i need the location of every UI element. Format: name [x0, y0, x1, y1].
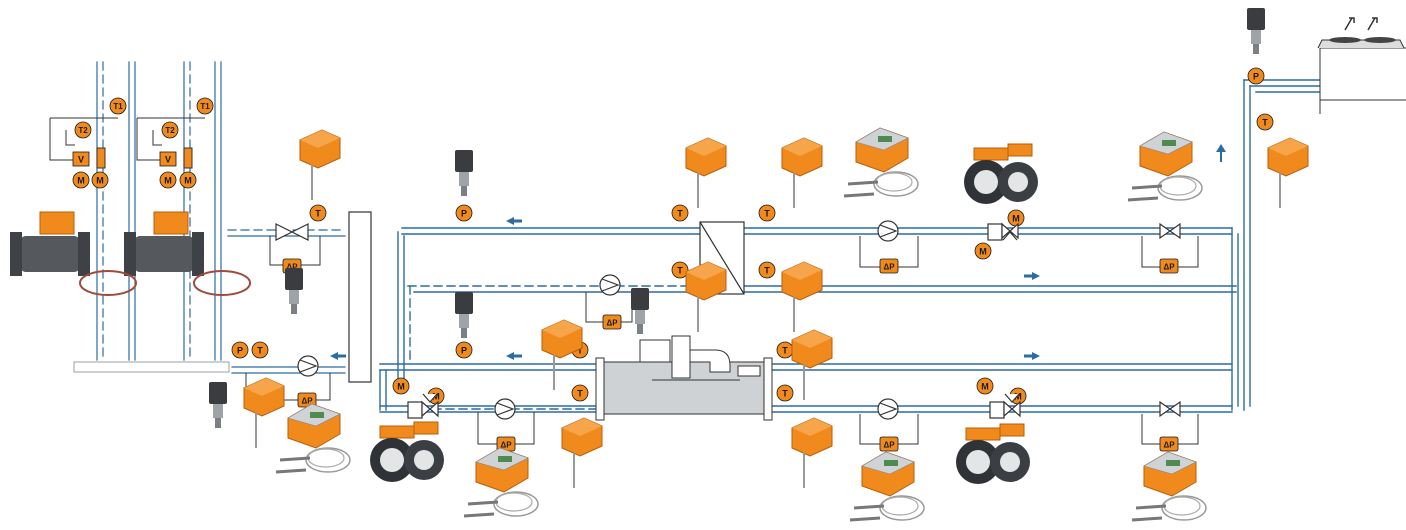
svg-text:P: P: [1253, 72, 1259, 82]
svg-text:ΔP: ΔP: [883, 263, 895, 272]
svg-text:ΔP: ΔP: [1163, 441, 1175, 450]
svg-text:M: M: [979, 247, 987, 257]
svg-text:M: M: [1014, 392, 1022, 402]
svg-text:M: M: [77, 176, 85, 186]
chiller-icon: [595, 335, 773, 421]
motor-actuator-badge: M M M M M M M M M M: [72, 171, 1027, 405]
pressure-sensor-icon: P P P P: [231, 67, 1265, 359]
svg-text:ΔP: ΔP: [301, 397, 313, 406]
pump-icon: [297, 220, 899, 420]
svg-text:T: T: [764, 209, 770, 219]
svg-text:P: P: [461, 346, 467, 356]
svg-text:T2: T2: [165, 126, 175, 135]
svg-text:T: T: [577, 389, 583, 399]
volume-flow-badge: V V: [72, 151, 177, 167]
svg-text:M: M: [184, 176, 192, 186]
svg-text:T: T: [782, 346, 788, 356]
temperature-sensor-icon: T T T T T T T T T T T T1 T1 T2 T2: [74, 97, 1274, 402]
distribution-header: [348, 211, 372, 383]
svg-text:V: V: [165, 155, 171, 165]
ball-valve-product-icon: [9, 211, 251, 296]
svg-text:M: M: [432, 392, 440, 402]
svg-text:T: T: [677, 266, 683, 276]
svg-text:ΔP: ΔP: [1163, 263, 1175, 272]
svg-text:T1: T1: [113, 102, 123, 111]
motorized-valve-icon: [275, 222, 1181, 418]
svg-text:T: T: [1262, 118, 1268, 128]
svg-text:M: M: [1012, 214, 1020, 224]
differential-pressure-sensor-icon: ΔP ΔP ΔP ΔP ΔP ΔP ΔP ΔP: [282, 258, 1179, 452]
svg-text:P: P: [237, 346, 243, 356]
svg-text:T: T: [764, 266, 770, 276]
flow-direction-arrow-icon: [330, 144, 1226, 360]
svg-text:M: M: [397, 382, 405, 392]
svg-text:ΔP: ΔP: [883, 441, 895, 450]
svg-text:M: M: [96, 176, 104, 186]
svg-text:M: M: [981, 382, 989, 392]
cooling-tower-fan-icon: [1317, 17, 1406, 114]
svg-text:T: T: [577, 346, 583, 356]
svg-text:ΔP: ΔP: [286, 263, 298, 272]
svg-text:T: T: [315, 209, 321, 219]
svg-text:T: T: [677, 209, 683, 219]
svg-text:ΔP: ΔP: [500, 441, 512, 450]
svg-text:M: M: [164, 176, 172, 186]
svg-text:T1: T1: [200, 102, 210, 111]
svg-text:ΔP: ΔP: [606, 319, 618, 328]
svg-text:T2: T2: [78, 126, 88, 135]
svg-text:V: V: [78, 155, 84, 165]
svg-text:T: T: [782, 389, 788, 399]
svg-text:P: P: [461, 209, 467, 219]
svg-text:T: T: [257, 346, 263, 356]
